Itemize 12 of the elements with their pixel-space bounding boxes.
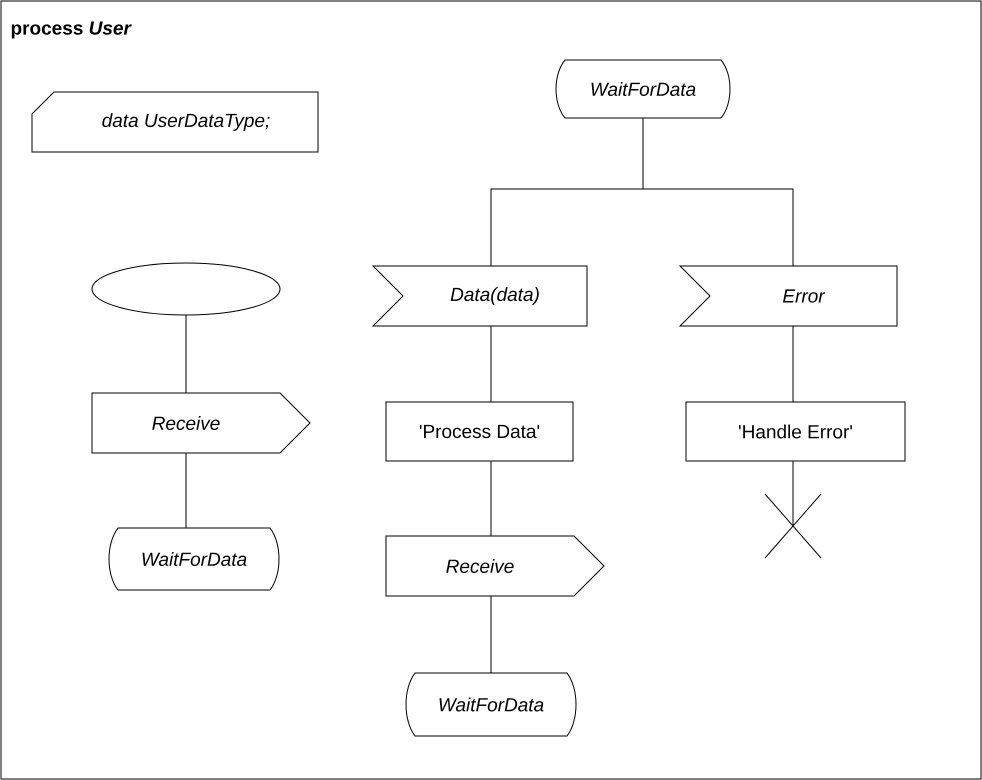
start-symbol [92, 262, 280, 316]
connector-line [792, 326, 794, 402]
connector-line [490, 460, 492, 536]
connector-line [490, 326, 492, 402]
task-box: 'Process Data' [386, 402, 574, 462]
task-box: 'Handle Error' [686, 402, 906, 462]
frame-title: process User [12, 22, 132, 38]
stop-symbol [764, 494, 822, 558]
comment-note: data UserDataType; [32, 92, 318, 152]
connector-line [490, 596, 492, 674]
connector-line [792, 460, 794, 526]
connector-line [642, 118, 794, 266]
